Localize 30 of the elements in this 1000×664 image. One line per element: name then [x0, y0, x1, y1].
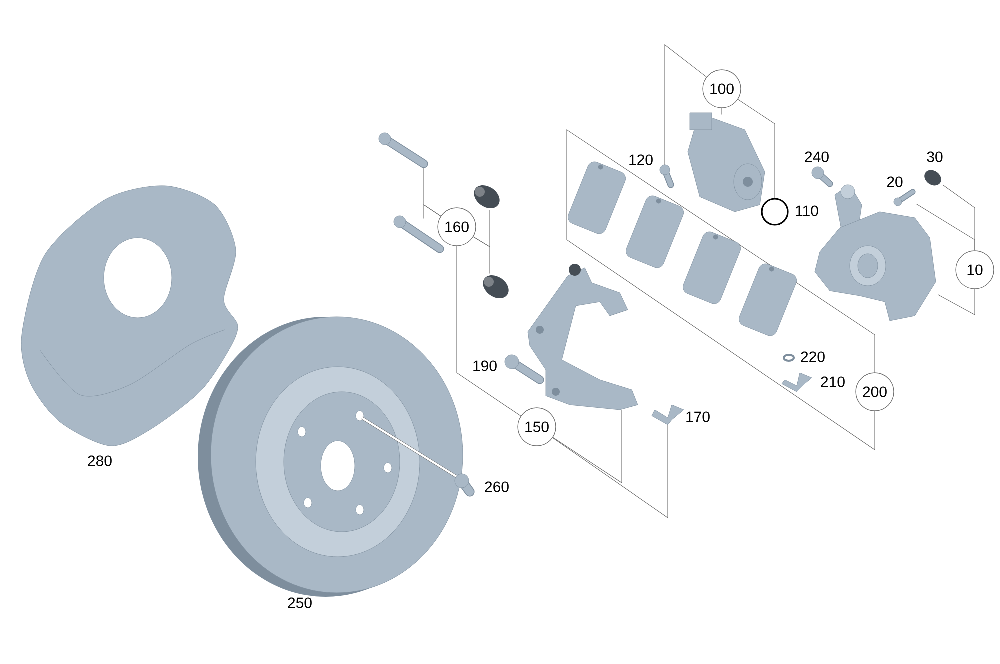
carrier-drawing: [528, 264, 638, 410]
guide-pin-drawing: [378, 132, 428, 168]
callout-number: 120: [630, 154, 653, 166]
motor-drawing: [688, 112, 766, 212]
leader-line: [938, 289, 976, 316]
leader-line: [473, 236, 490, 274]
callout-number: 20: [887, 176, 903, 188]
leader-line: [456, 246, 522, 416]
callout-number: 260: [485, 482, 509, 492]
callout-number: 170: [686, 412, 710, 422]
leader-line: [552, 410, 622, 484]
guide-pin-drawing: [394, 216, 444, 254]
leader-line: [664, 44, 707, 166]
callout-number: 30: [927, 152, 943, 162]
callout-number: 240: [805, 152, 829, 162]
callout-number: 280: [88, 456, 112, 466]
callout-number: 250: [288, 598, 312, 608]
callout-number: 110: [796, 206, 818, 216]
o-ring-drawing: [761, 198, 789, 226]
bolt-drawing: [660, 164, 674, 188]
callout-number: 220: [801, 352, 825, 362]
boot-drawing: [483, 276, 509, 298]
clip-drawing: [652, 404, 684, 426]
cap-drawing: [924, 170, 942, 186]
callout-number: 190: [474, 360, 497, 372]
bleed-screw-drawing: [894, 189, 916, 206]
leader-line: [916, 204, 976, 251]
leader-line: [738, 99, 776, 198]
boot-drawing: [474, 186, 500, 208]
leader-line: [424, 204, 442, 220]
